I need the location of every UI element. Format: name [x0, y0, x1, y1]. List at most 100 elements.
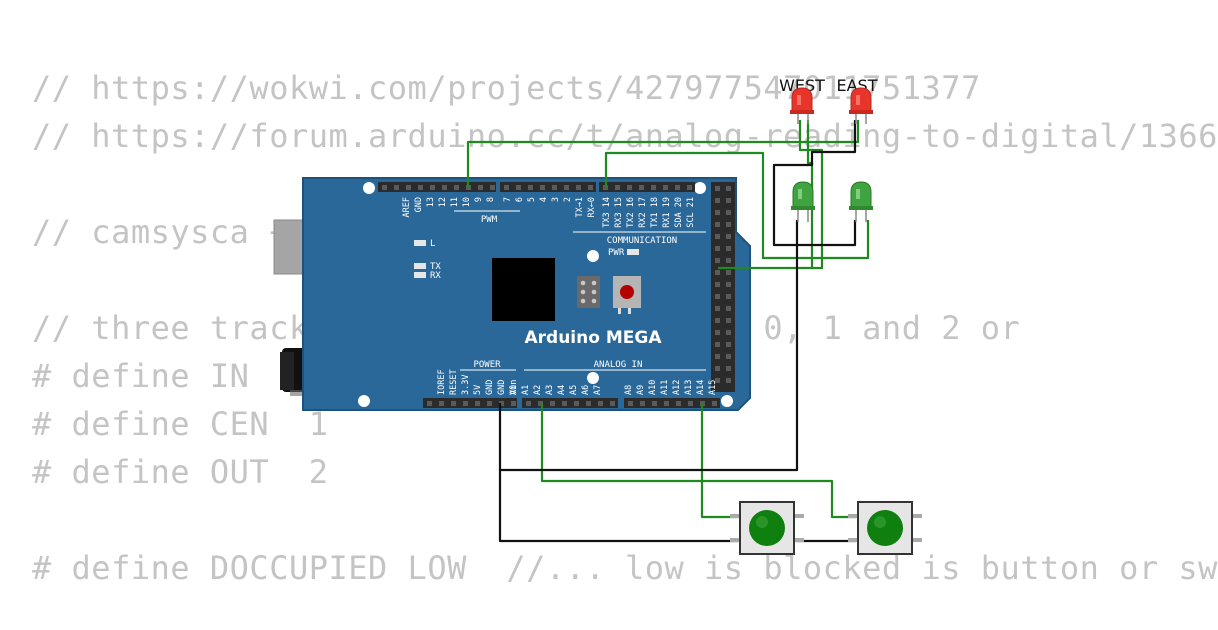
header-pin[interactable]	[463, 401, 468, 406]
led-east-green[interactable]	[849, 181, 873, 222]
header-top[interactable]	[378, 182, 695, 192]
header-pin[interactable]	[511, 401, 516, 406]
header-pin[interactable]	[726, 366, 731, 371]
header-pin[interactable]	[406, 185, 411, 190]
header-pin[interactable]	[726, 234, 731, 239]
wire-a1-east-button[interactable]	[540, 403, 856, 519]
header-pin[interactable]	[663, 185, 668, 190]
header-pin[interactable]	[574, 401, 579, 406]
led-west-green[interactable]	[791, 181, 815, 222]
header-pin[interactable]	[688, 401, 693, 406]
wire-gnd-button[interactable]	[498, 470, 738, 543]
header-pin[interactable]	[676, 401, 681, 406]
header-pin[interactable]	[715, 330, 720, 335]
header-pin[interactable]	[715, 378, 720, 383]
header-pin[interactable]	[726, 186, 731, 191]
header-pin[interactable]	[418, 185, 423, 190]
header-pin[interactable]	[499, 401, 504, 406]
header-pin[interactable]	[550, 401, 555, 406]
header-pin[interactable]	[490, 185, 495, 190]
header-pin[interactable]	[726, 246, 731, 251]
header-pin[interactable]	[640, 401, 645, 406]
header-pin[interactable]	[715, 294, 720, 299]
header-pin[interactable]	[540, 185, 545, 190]
header-pin[interactable]	[442, 185, 447, 190]
header-pin[interactable]	[715, 270, 720, 275]
header-pin[interactable]	[726, 198, 731, 203]
header-pin[interactable]	[726, 270, 731, 275]
led-west-red[interactable]	[790, 87, 814, 124]
header-pin[interactable]	[652, 401, 657, 406]
header-pin[interactable]	[538, 401, 543, 406]
wires[interactable]	[466, 120, 870, 543]
wire-pin10-east-red[interactable]	[466, 120, 860, 187]
wire-west-red-b[interactable]	[806, 120, 814, 268]
header-pin[interactable]	[726, 318, 731, 323]
pushbutton-west[interactable]	[730, 501, 804, 555]
led-east-red[interactable]	[849, 87, 873, 124]
header-pin[interactable]	[726, 294, 731, 299]
header-pin[interactable]	[726, 342, 731, 347]
wire-west-red[interactable]	[718, 120, 824, 270]
header-pin[interactable]	[454, 185, 459, 190]
header-pin[interactable]	[664, 401, 669, 406]
header-pin[interactable]	[715, 282, 720, 287]
header-pin[interactable]	[598, 401, 603, 406]
reset-button[interactable]	[613, 276, 641, 314]
header-pin[interactable]	[726, 210, 731, 215]
header-pin[interactable]	[564, 185, 569, 190]
header-pin[interactable]	[715, 342, 720, 347]
wire-gnd-leds[interactable]	[498, 220, 799, 472]
wire-a15-west-button[interactable]	[700, 403, 738, 519]
header-pin[interactable]	[712, 401, 717, 406]
header-pin[interactable]	[715, 186, 720, 191]
header-pin[interactable]	[726, 306, 731, 311]
header-pin[interactable]	[715, 354, 720, 359]
header-pin[interactable]	[516, 185, 521, 190]
header-pin[interactable]	[627, 185, 632, 190]
header-pin[interactable]	[715, 306, 720, 311]
header-pin[interactable]	[430, 185, 435, 190]
header-pin[interactable]	[726, 330, 731, 335]
header-pin[interactable]	[576, 185, 581, 190]
header-pin[interactable]	[675, 185, 680, 190]
header-bottom[interactable]	[423, 398, 720, 408]
header-pin[interactable]	[651, 185, 656, 190]
header-pin[interactable]	[715, 318, 720, 323]
header-pin[interactable]	[528, 185, 533, 190]
header-right-pins[interactable]	[715, 186, 731, 383]
header-pin[interactable]	[726, 282, 731, 287]
header-pin[interactable]	[451, 401, 456, 406]
header-pin[interactable]	[715, 222, 720, 227]
header-pin[interactable]	[439, 401, 444, 406]
header-pin[interactable]	[478, 185, 483, 190]
header-right[interactable]	[711, 182, 735, 392]
header-pin[interactable]	[726, 354, 731, 359]
header-pin[interactable]	[586, 401, 591, 406]
header-pin[interactable]	[715, 234, 720, 239]
header-pin[interactable]	[526, 401, 531, 406]
header-pin[interactable]	[726, 258, 731, 263]
header-pin[interactable]	[504, 185, 509, 190]
header-pin[interactable]	[715, 366, 720, 371]
wire-led-gnd-loop[interactable]	[772, 120, 857, 247]
pushbutton-east[interactable]	[848, 501, 922, 555]
header-pin[interactable]	[715, 198, 720, 203]
header-pin[interactable]	[628, 401, 633, 406]
header-pin[interactable]	[639, 185, 644, 190]
wire-led-gnd-green[interactable]	[797, 220, 857, 247]
header-pin[interactable]	[603, 185, 608, 190]
header-pin[interactable]	[715, 246, 720, 251]
header-pin[interactable]	[610, 401, 615, 406]
header-pin[interactable]	[687, 185, 692, 190]
header-pin[interactable]	[562, 401, 567, 406]
header-top-pins[interactable]	[382, 185, 692, 190]
header-pin[interactable]	[715, 210, 720, 215]
header-pin[interactable]	[427, 401, 432, 406]
header-pin[interactable]	[588, 185, 593, 190]
header-pin[interactable]	[552, 185, 557, 190]
header-pin[interactable]	[726, 222, 731, 227]
header-pin[interactable]	[382, 185, 387, 190]
